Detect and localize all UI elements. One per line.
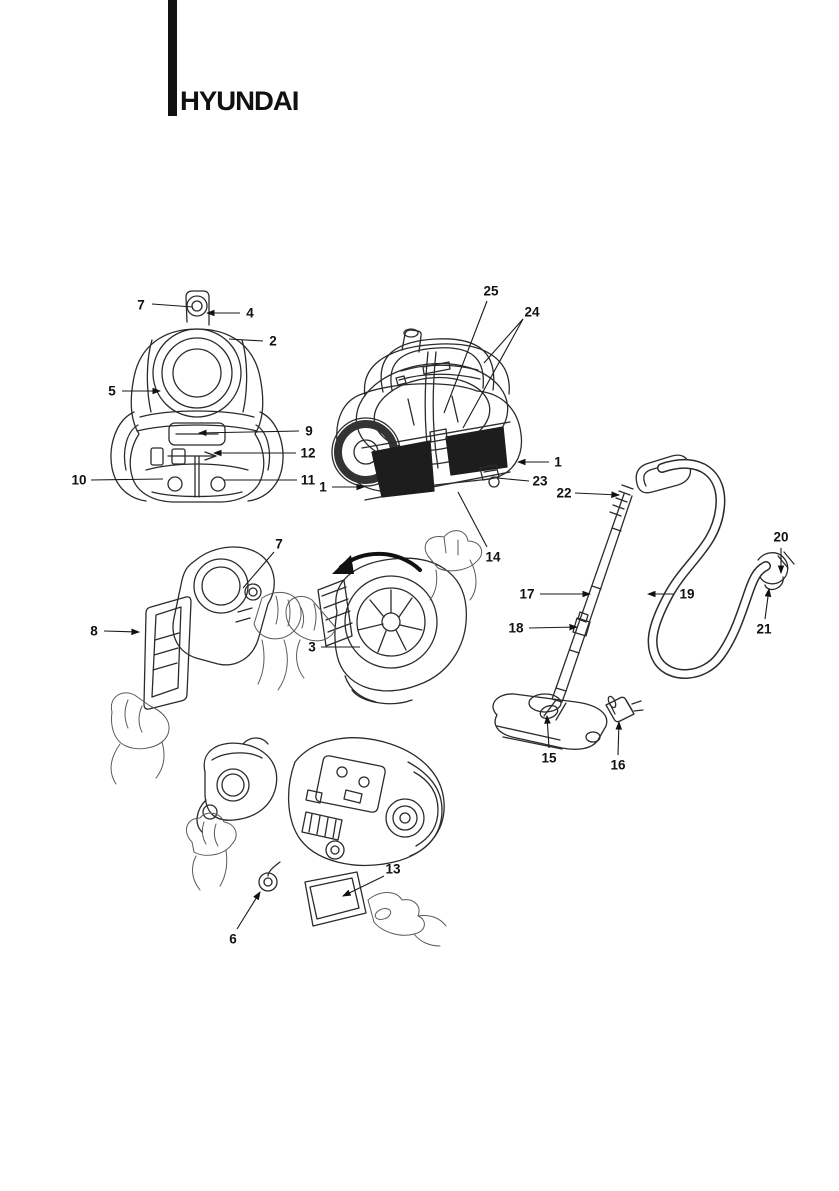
rear-view-illustration bbox=[331, 328, 523, 501]
filter-removal-illustration bbox=[110, 546, 302, 785]
part-label-4: 4 bbox=[246, 306, 254, 321]
part-label-21: 21 bbox=[756, 622, 772, 637]
part-label-8: 8 bbox=[90, 624, 98, 639]
leader-line-16 bbox=[615, 720, 623, 756]
floor-brush-illustration bbox=[492, 693, 608, 750]
part-label-7: 7 bbox=[275, 537, 283, 552]
leader-line-13 bbox=[342, 875, 385, 897]
leader-line-7 bbox=[242, 551, 275, 589]
leader-line-9 bbox=[197, 429, 300, 437]
part-label-7: 7 bbox=[137, 298, 145, 313]
part-label-9: 9 bbox=[305, 424, 313, 439]
part-label-5: 5 bbox=[108, 384, 116, 399]
leader-line-25 bbox=[443, 300, 488, 414]
leader-line-8 bbox=[103, 628, 141, 636]
part-label-16: 16 bbox=[610, 758, 626, 773]
leader-line-6 bbox=[236, 891, 261, 930]
leader-line-23 bbox=[496, 477, 530, 482]
logo-bar bbox=[168, 0, 177, 116]
front-view-illustration bbox=[110, 290, 284, 503]
part-label-18: 18 bbox=[508, 621, 524, 636]
part-label-1: 1 bbox=[319, 480, 327, 495]
leader-line-22 bbox=[574, 491, 621, 498]
part-label-11: 11 bbox=[301, 473, 316, 488]
part-label-1: 1 bbox=[554, 455, 562, 470]
leader-line-14 bbox=[457, 491, 488, 548]
part-label-17: 17 bbox=[519, 587, 534, 602]
leader-line-24 bbox=[462, 318, 524, 429]
cyclone-twist-illustration bbox=[285, 530, 483, 705]
part-label-14: 14 bbox=[485, 550, 501, 565]
hose-illustration bbox=[647, 458, 795, 679]
leader-line-2 bbox=[228, 338, 264, 342]
leader-line-21 bbox=[764, 587, 772, 620]
leader-line-15 bbox=[544, 714, 551, 749]
part-label-12: 12 bbox=[300, 446, 315, 461]
part-label-6: 6 bbox=[229, 932, 237, 947]
bottom-view-illustration bbox=[185, 737, 447, 947]
part-label-19: 19 bbox=[679, 587, 694, 602]
part-label-23: 23 bbox=[532, 474, 548, 489]
part-label-13: 13 bbox=[385, 862, 401, 877]
part-label-3: 3 bbox=[308, 640, 316, 655]
part-label-20: 20 bbox=[773, 530, 788, 545]
leader-line-10 bbox=[90, 478, 164, 481]
leader-line-7 bbox=[151, 303, 194, 308]
part-label-2: 2 bbox=[269, 334, 277, 349]
part-label-24: 24 bbox=[524, 305, 540, 320]
crevice-tool-illustration bbox=[605, 695, 644, 723]
part-label-15: 15 bbox=[541, 751, 557, 766]
brand-logo-text: HYUNDAI bbox=[180, 86, 299, 116]
wand-illustration bbox=[551, 454, 692, 703]
leader-line-24 bbox=[483, 318, 524, 364]
part-label-25: 25 bbox=[483, 284, 499, 299]
part-label-22: 22 bbox=[556, 486, 571, 501]
part-label-10: 10 bbox=[71, 473, 86, 488]
leader-line-18 bbox=[528, 623, 579, 631]
